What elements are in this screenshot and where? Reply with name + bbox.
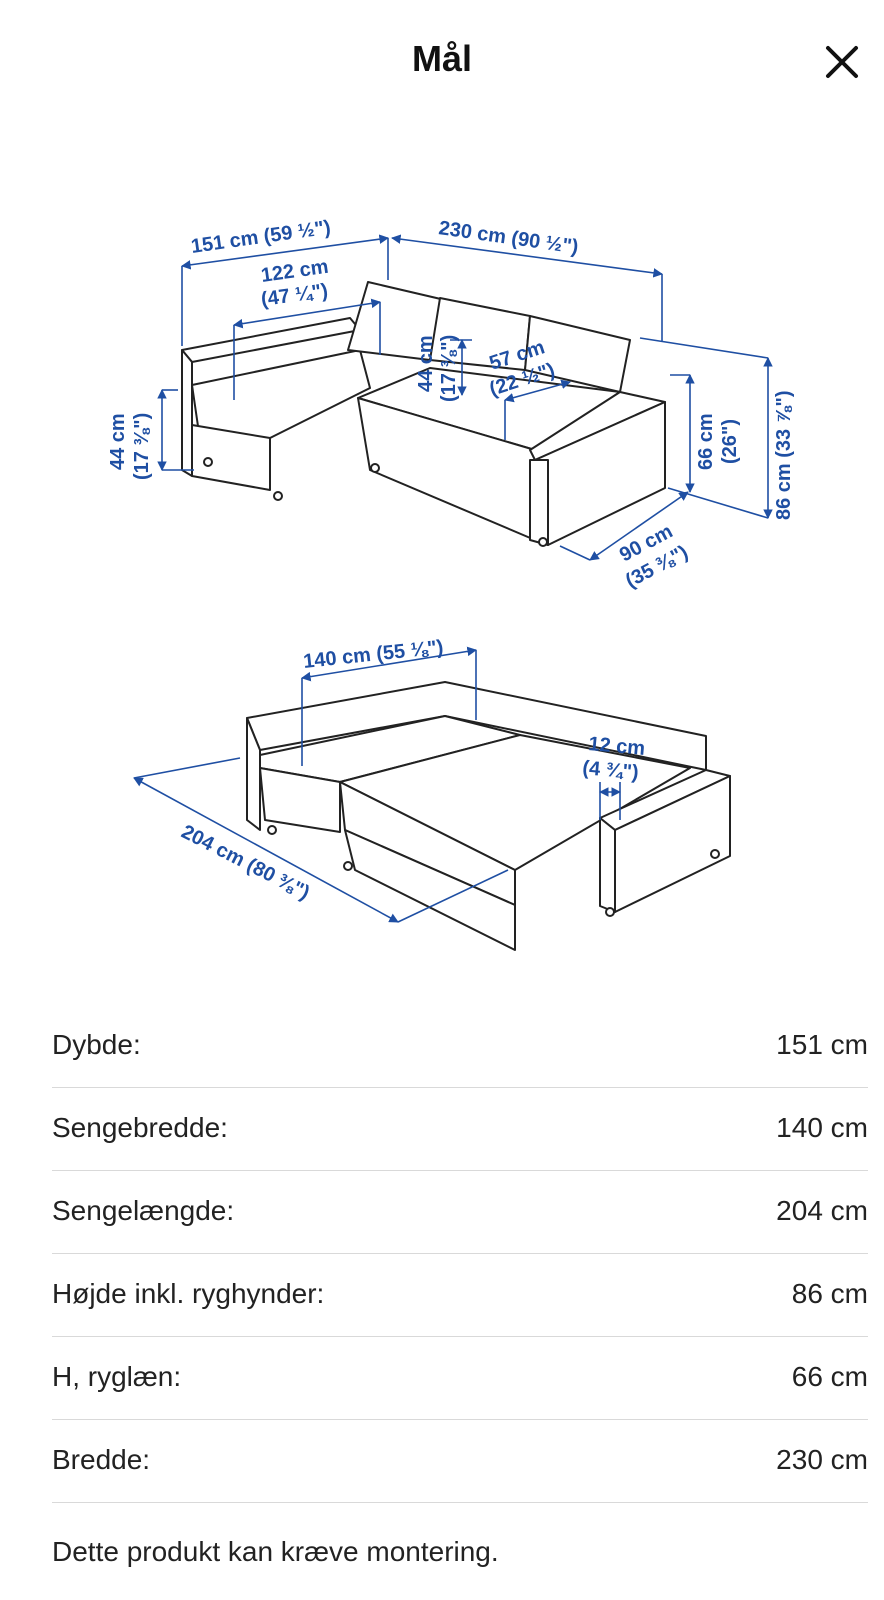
header: Mål — [0, 0, 884, 120]
sofa-bed-drawing — [246, 681, 731, 951]
dim-bed-length: 204 cm (80 ⅜") — [178, 821, 313, 904]
spec-label: Bredde: — [52, 1444, 151, 1475]
spec-row-bed-width: Sengebredde: 140 cm — [52, 1088, 868, 1171]
spec-value: 86 cm — [791, 1278, 868, 1309]
close-button[interactable] — [818, 38, 866, 86]
spec-label: Sengebredde: — [52, 1112, 228, 1143]
spec-label: H, ryglæn: — [52, 1361, 182, 1392]
spec-value: 66 cm — [791, 1361, 868, 1392]
dimension-diagram: 151 cm (59 ½") 230 cm (90 ½") 122 cm (47… — [107, 217, 795, 951]
spec-row-width: Bredde: 230 cm — [52, 1420, 868, 1503]
dim-bed-width: 140 cm (55 ⅛") — [302, 636, 444, 673]
dim-seat-height-left-in: (17 ⅜") — [131, 413, 153, 480]
close-icon — [826, 46, 858, 78]
spec-value: 151 cm — [776, 1029, 868, 1060]
dim-seat-height-left-cm: 44 cm — [107, 413, 129, 470]
spec-value: 204 cm — [776, 1195, 868, 1226]
spec-label: Højde inkl. ryghynder: — [52, 1278, 325, 1309]
spec-label: Dybde: — [52, 1029, 141, 1060]
dim-arm-gap-in: (4 ¾") — [582, 757, 640, 784]
spec-value: 230 cm — [776, 1444, 868, 1475]
spec-label: Sengelængde: — [52, 1195, 235, 1226]
dimension-specs-list: Dybde: 151 cm Sengebredde: 140 cm Sengel… — [52, 1005, 868, 1503]
spec-value: 140 cm — [776, 1112, 868, 1143]
assembly-note: Dette produkt kan kræve montering. — [52, 1536, 499, 1567]
spec-row-height-total: Højde inkl. ryghynder: 86 cm — [52, 1254, 868, 1337]
dim-depth-total: 151 cm (59 ½") — [190, 217, 332, 258]
dim-backrest-height-in: (26") — [719, 419, 741, 464]
dim-seat-height-mid-in: (17 ⅜") — [438, 335, 460, 402]
spec-row-depth: Dybde: 151 cm — [52, 1005, 868, 1088]
dim-height-total: 86 cm (33 ⅞") — [773, 390, 795, 520]
dim-arm-gap-cm: 12 cm — [588, 733, 646, 760]
dim-seat-height-mid-cm: 44 cm — [415, 335, 437, 392]
spec-row-backrest-height: H, ryglæn: 66 cm — [52, 1337, 868, 1420]
dim-width-total: 230 cm (90 ½") — [437, 217, 579, 258]
spec-row-bed-length: Sengelængde: 204 cm — [52, 1171, 868, 1254]
page-title: Mål — [411, 38, 472, 79]
dim-backrest-height-cm: 66 cm — [695, 413, 717, 470]
